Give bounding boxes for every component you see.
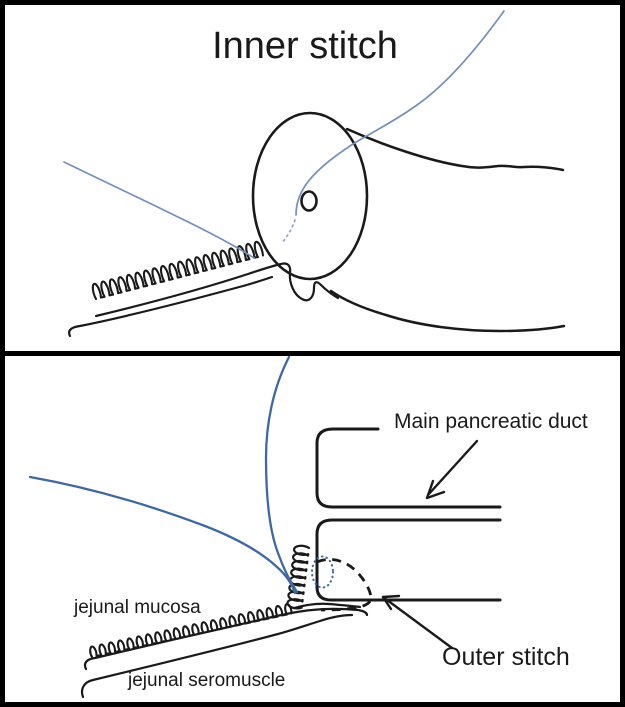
- inner-stitch-thread-hidden-dotted: [280, 219, 296, 245]
- outer-stitch-dashed-path: [316, 558, 373, 612]
- jejunal-seromuscle-line: [80, 613, 354, 699]
- main-pancreatic-duct-arrow: [425, 439, 479, 500]
- pancreas-cut-face-ellipse: [251, 111, 369, 281]
- outer-stitch-arrow: [381, 594, 454, 650]
- jejunum-inner-wall-line: [94, 262, 283, 318]
- jejunum-flap-and-pancreas-junction: [279, 262, 340, 302]
- label-jejunal-mucosa: jejunal mucosa: [73, 597, 201, 618]
- everted-mucosa-coil: [286, 544, 311, 610]
- label-outer-stitch: Outer stitch: [442, 643, 570, 671]
- inner-stitch-dotted-loop: [310, 555, 335, 589]
- pancreas-upper-bracket: [315, 427, 502, 509]
- inner-stitch-thread-right: [295, 10, 505, 216]
- pancreas-inferior-edge: [329, 289, 566, 333]
- label-main-pancreatic-duct: Main pancreatic duct: [394, 410, 588, 433]
- outer-panel-thread-left: [28, 475, 297, 595]
- outer-stitch-panel: Main pancreatic duct jejunal mucosa jeju…: [28, 355, 588, 699]
- jejunal-wall-middle-line: [83, 607, 369, 671]
- label-jejunal-seromuscle: jejunal seromuscle: [127, 670, 285, 691]
- pancreas-lower-bracket: [315, 518, 502, 602]
- pancreas-superior-edge: [345, 127, 565, 172]
- inner-stitch-panel: Inner stitch: [63, 10, 566, 338]
- jejunal-mucosa-fold-line: [292, 602, 362, 610]
- inner-stitch-thread-left: [63, 161, 255, 259]
- jejunum-outer-wall-line: [68, 275, 274, 338]
- jejunal-villi-top: [91, 240, 264, 301]
- pancreatic-duct-opening: [300, 190, 318, 212]
- outer-panel-thread-top: [264, 355, 299, 594]
- panel-title-inner-stitch: Inner stitch: [212, 25, 398, 67]
